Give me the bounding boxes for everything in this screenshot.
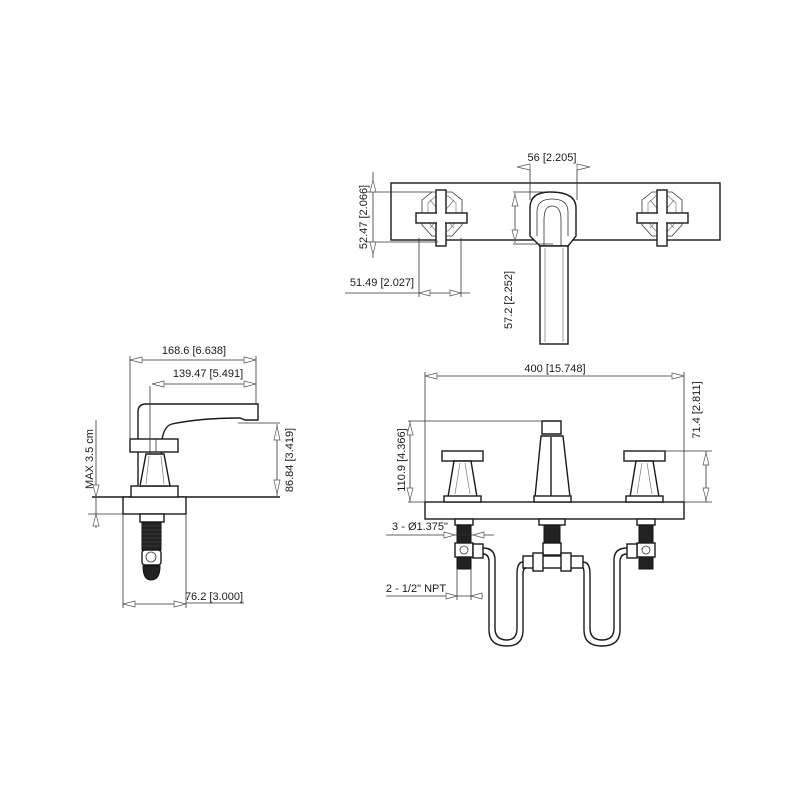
front-supply-connection-label: 2 - 1/2" NPT bbox=[386, 583, 446, 595]
front-deckplate bbox=[424, 501, 685, 520]
front-overall-width-label: 400 [15.748] bbox=[524, 363, 585, 375]
top-spout-width-label: 56 [2.205] bbox=[528, 152, 577, 164]
top-spout-reach-label: 57.2 [2.252] bbox=[503, 271, 515, 329]
right-handle-cross-icon bbox=[636, 189, 689, 247]
side-overall-length-label: 168.6 [6.638] bbox=[162, 345, 226, 357]
side-spout-reach-label: 139.47 [5.491] bbox=[173, 368, 243, 380]
front-handle-height-label: 71.4 [2.811] bbox=[691, 381, 703, 438]
left-handle-cross-icon bbox=[415, 189, 468, 247]
side-view: 168.6 [6.638] 139.47 [5.491] 86.84 [3.41… bbox=[84, 345, 296, 608]
front-plumbing bbox=[454, 518, 656, 647]
side-deck-thickness-label: MAX 3.5 cm bbox=[84, 429, 96, 489]
front-view: 400 [15.748] 110.9 [4.366] 71.4 [2.811] … bbox=[386, 363, 712, 647]
side-base-plate bbox=[122, 496, 187, 515]
front-spout-height-label: 110.9 [4.366] bbox=[396, 428, 408, 491]
side-base-width-label: 76.2 [3.000] bbox=[185, 591, 243, 603]
front-hole-diameter-label: 3 - Ø1.375" bbox=[392, 521, 448, 533]
top-handle-height-label: 52.47 [2.066] bbox=[358, 185, 370, 249]
side-spout-height-label: 86.84 [3.419] bbox=[284, 428, 296, 492]
top-spout bbox=[529, 191, 577, 345]
top-view: 56 [2.205] 52.47 [2.066] 51.49 [2.027] 5… bbox=[345, 152, 721, 345]
top-handle-width-label: 51.49 [2.027] bbox=[350, 277, 414, 289]
